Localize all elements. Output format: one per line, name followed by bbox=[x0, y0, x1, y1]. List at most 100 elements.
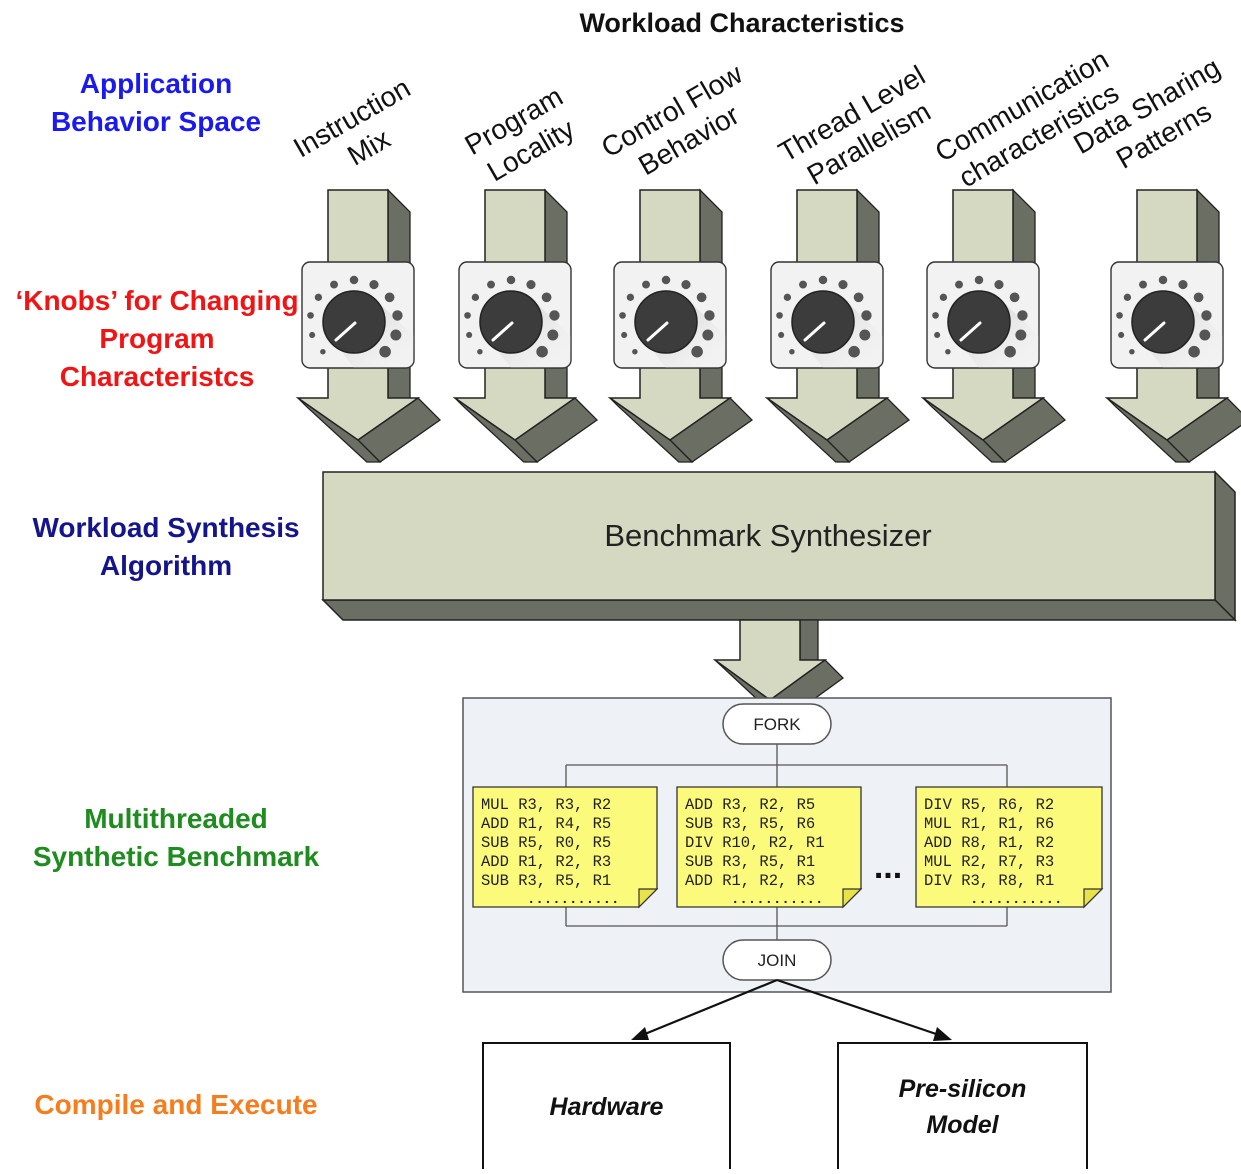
instruction-line: ADD R1, R2, R3 bbox=[481, 853, 611, 871]
instruction-line: ADD R3, R2, R5 bbox=[685, 796, 815, 814]
dial-dot bbox=[471, 293, 480, 301]
fork-label: FORK bbox=[753, 715, 801, 734]
characteristic-arrows bbox=[295, 188, 1241, 463]
dial-dot bbox=[1009, 292, 1020, 303]
instruction-line: MUL R3, R3, R2 bbox=[481, 796, 611, 814]
dial-dot bbox=[1193, 292, 1204, 303]
continuation-dots: ........... bbox=[527, 892, 619, 908]
dial-dot bbox=[1116, 312, 1123, 319]
knob-pointer bbox=[334, 321, 357, 342]
knob-1 bbox=[301, 261, 415, 369]
knob-pointer bbox=[491, 321, 514, 342]
continuation-dots: ........... bbox=[731, 892, 823, 908]
dial-dot bbox=[691, 345, 703, 358]
knob-2 bbox=[458, 261, 572, 369]
dial-dot bbox=[392, 310, 403, 321]
dial-dot bbox=[626, 293, 635, 301]
out-arrow-side bbox=[799, 619, 819, 665]
stage-label-4-line-1: Multithreaded bbox=[84, 803, 268, 834]
dial-dot bbox=[776, 312, 783, 319]
dial-dot bbox=[789, 348, 795, 355]
stage-label-2-line-3: Characteristcs bbox=[60, 361, 255, 392]
synthesizer-label: Benchmark Synthesizer bbox=[604, 518, 931, 553]
dial-dot bbox=[799, 280, 807, 289]
instruction-line: SUB R5, R0, R5 bbox=[481, 834, 611, 852]
dial-dot bbox=[848, 345, 860, 358]
arrowhead-model bbox=[933, 1027, 952, 1041]
knob-pointer bbox=[1143, 321, 1166, 342]
target-rect bbox=[482, 1042, 731, 1174]
knob-5 bbox=[926, 261, 1040, 369]
dial-dot bbox=[642, 280, 650, 289]
instruction-line: SUB R3, R5, R1 bbox=[685, 853, 815, 871]
dial-dot bbox=[853, 292, 864, 303]
dial-dot bbox=[536, 345, 548, 358]
knob-3 bbox=[613, 261, 727, 369]
dial-dot bbox=[390, 329, 402, 341]
dial-dot bbox=[945, 348, 951, 355]
stage-label-5-line-1: Compile and Execute bbox=[34, 1089, 317, 1120]
dial-dot bbox=[859, 329, 871, 341]
note-fold bbox=[842, 888, 863, 909]
dial-dot bbox=[549, 310, 560, 321]
stage-label-1-line-1: Application bbox=[80, 68, 232, 99]
knob-pointer bbox=[959, 321, 982, 342]
dial-dot bbox=[994, 280, 1004, 290]
instruction-line: DIV R5, R6, R2 bbox=[924, 796, 1054, 814]
stage-label-3-line-2: Algorithm bbox=[100, 550, 232, 581]
dial-dot bbox=[369, 280, 379, 290]
arrow-to-model bbox=[776, 978, 943, 1038]
target-box-1: Hardware bbox=[482, 1042, 731, 1174]
instruction-line: DIV R10, R2, R1 bbox=[685, 834, 825, 852]
instruction-line: MUL R2, R7, R3 bbox=[924, 853, 1054, 871]
dial-dot bbox=[1004, 345, 1016, 358]
dial-dot bbox=[818, 275, 828, 285]
target-label-2-1: Pre-silicon bbox=[899, 1075, 1027, 1103]
knob-6 bbox=[1110, 261, 1224, 369]
benchmark-synthesizer-block: Benchmark Synthesizer bbox=[321, 470, 1237, 622]
dial-dot bbox=[464, 312, 471, 319]
target-label-1-1: Hardware bbox=[550, 1093, 664, 1121]
dial-dot bbox=[681, 280, 691, 290]
dial-dot bbox=[939, 293, 948, 301]
diagram-title: Workload Characteristics bbox=[579, 8, 904, 38]
fork-node bbox=[722, 703, 832, 745]
dial-dot bbox=[307, 312, 314, 319]
stage-label-2-line-2: Program bbox=[99, 323, 214, 354]
dial-dot bbox=[526, 280, 536, 290]
dial-dot bbox=[466, 331, 473, 339]
synth-side bbox=[1214, 470, 1236, 622]
dial-dot bbox=[934, 331, 941, 339]
dial-dot bbox=[379, 345, 391, 358]
dial-dot bbox=[974, 275, 984, 285]
stage-label-4-line-2: Synthetic Benchmark bbox=[33, 841, 320, 872]
synth-face bbox=[322, 471, 1216, 601]
dial-dot bbox=[861, 310, 872, 321]
dial-dot bbox=[1129, 348, 1135, 355]
dial-dot bbox=[632, 348, 638, 355]
dial-dot bbox=[1199, 329, 1211, 341]
instruction-line: ADD R8, R1, R2 bbox=[924, 834, 1054, 852]
dial-dot bbox=[1017, 310, 1028, 321]
dial-dot bbox=[1201, 310, 1212, 321]
dial-dot bbox=[1139, 280, 1147, 289]
dial-dot bbox=[661, 275, 671, 285]
knob-controls bbox=[301, 261, 1224, 369]
dial-dot bbox=[506, 275, 516, 285]
instruction-line: SUB R3, R5, R1 bbox=[481, 872, 611, 890]
note-fold bbox=[638, 888, 659, 909]
dial-dot bbox=[621, 331, 628, 339]
target-rect bbox=[837, 1042, 1088, 1174]
instruction-line: MUL R1, R1, R6 bbox=[924, 815, 1054, 833]
more-threads-ellipsis: ... bbox=[874, 848, 902, 886]
instruction-line: DIV R3, R8, R1 bbox=[924, 872, 1054, 890]
